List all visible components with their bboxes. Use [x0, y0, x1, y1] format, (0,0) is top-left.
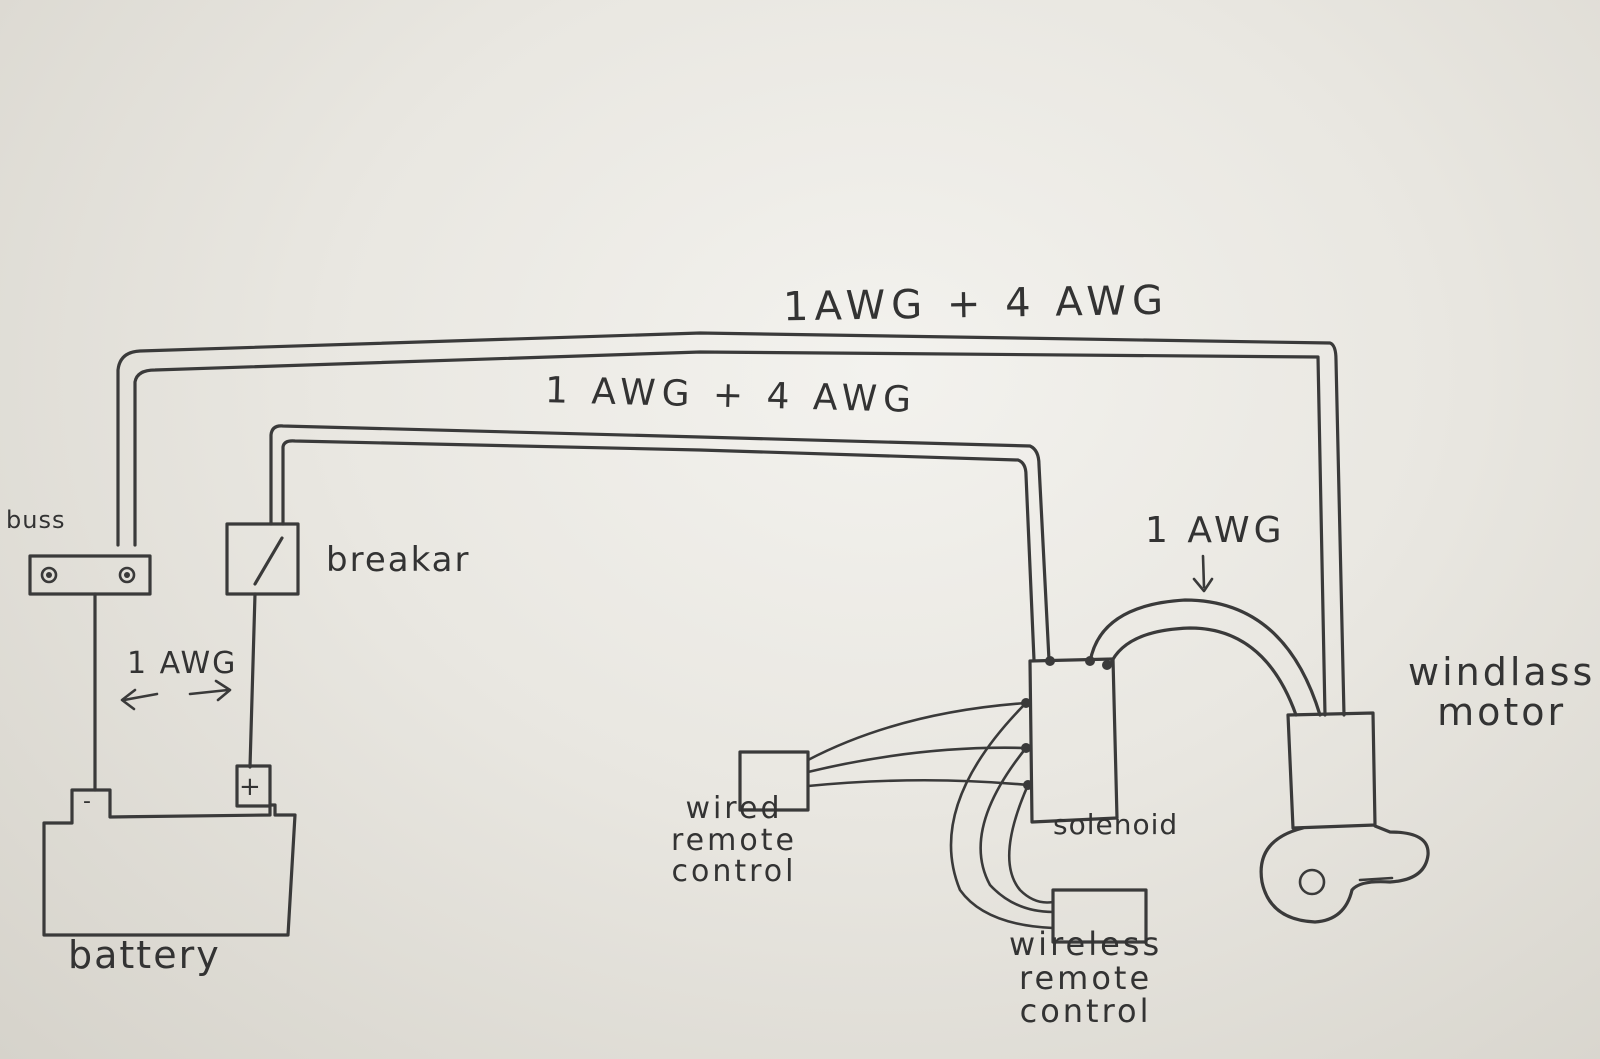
breaker-box [225, 522, 300, 596]
windlass-motor [1259, 711, 1430, 924]
wire-label-solenoid-motor: 1 AWG [1145, 510, 1286, 551]
wired-remote-label-line: wired [685, 791, 783, 826]
windlass-motor-label: windlass motor [1408, 650, 1596, 734]
wireless-remote-label: wireless remote control [1009, 925, 1163, 1031]
wire-label-top: 1AWG + 4 AWG [782, 277, 1170, 331]
wire-label-middle: 1 AWG + 4 AWG [544, 370, 918, 421]
battery-label: battery [68, 933, 221, 977]
wireless-remote-label-line: remote [1019, 958, 1153, 997]
wire-label-battery: 1 AWG [127, 646, 238, 681]
cable-buss-to-motor [116, 331, 1346, 717]
wired-remote-label-line: control [671, 854, 797, 889]
buss-bar [28, 554, 152, 596]
battery-minus-label: - [83, 789, 91, 814]
battery-body [42, 764, 297, 937]
battery-lead-arrows [120, 679, 232, 711]
wired-remote-label: wired remote control [671, 793, 797, 888]
cable-breaker-to-solenoid [269, 424, 1051, 662]
battery-leads [93, 592, 257, 792]
windlass-motor-label-line: windlass [1408, 650, 1596, 694]
wireless-remote-box [949, 701, 1148, 944]
cable-solenoid-to-motor [1088, 554, 1322, 717]
solenoid-label: solenoid [1053, 808, 1179, 841]
wireless-remote-label-line: wireless [1009, 925, 1163, 963]
battery-plus-label: + [239, 772, 261, 802]
windlass-motor-label-line: motor [1437, 689, 1567, 734]
buss-label: buss [6, 506, 66, 534]
solenoid-box [1021, 656, 1119, 824]
wireless-remote-label-line: control [1019, 992, 1152, 1031]
wired-remote-label-line: remote [671, 822, 797, 858]
breaker-label: breakar [326, 540, 471, 580]
